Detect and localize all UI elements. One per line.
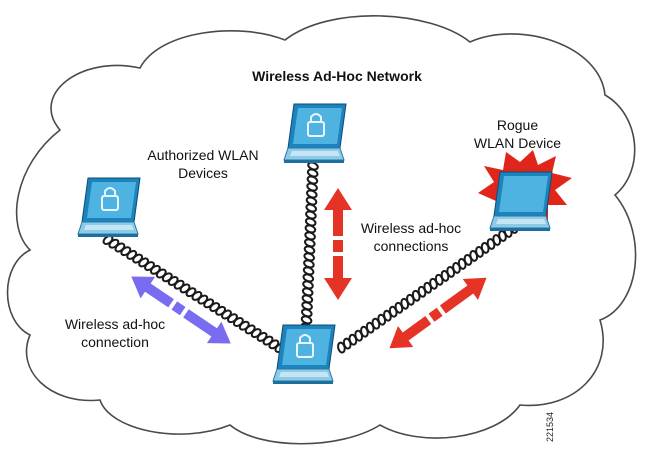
laptop-icon-left [77,177,141,238]
coil-link-top-center [300,161,319,332]
coil-loop [337,341,346,354]
authorized-label-line2: Devices [178,165,228,181]
rogue-label-line1: Rogue [496,117,539,133]
rogue-label-line2: WLAN Device [473,135,562,151]
coil-link-left-center [102,235,286,353]
laptop-icon-top [283,103,347,164]
connection-label-line1: Wireless ad-hoc [64,316,166,332]
coil-link-rogue-center [337,222,519,354]
connections-label: Wireless ad-hoc connections [346,219,476,255]
authorized-label-line1: Authorized WLAN [147,147,259,163]
connections-label-line1: Wireless ad-hoc [360,220,462,236]
figure-id: 221534 [545,411,555,442]
diagram-title: Wireless Ad-Hoc Network [252,68,422,84]
double-arrow-icon-rogue [389,277,487,349]
authorized-devices-label: Authorized WLAN Devices [128,146,278,182]
laptop-icon-rogue [489,171,553,232]
connections-label-line2: connections [373,238,449,254]
coil-links [102,161,519,354]
cloud-outline [6,15,637,445]
double-arrow-icon-authorized [131,276,231,344]
connection-label: Wireless ad-hoc connection [50,315,180,351]
laptop-icon-center [272,324,336,385]
rogue-device-label: Rogue WLAN Device [455,116,580,152]
connection-label-line2: connection [81,334,149,350]
double-arrow-icon-vertical [324,188,352,300]
